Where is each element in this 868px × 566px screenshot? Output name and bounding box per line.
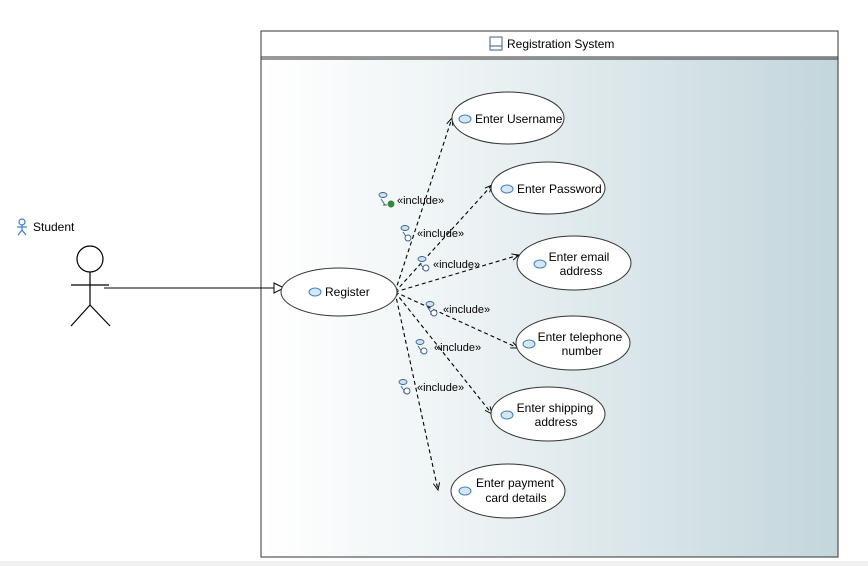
include-line-shipping[interactable] [394, 291, 492, 414]
include-label: «include» [397, 195, 444, 207]
include-line-username[interactable] [394, 118, 452, 293]
include-icon [398, 379, 411, 395]
include-label-2: «include» [400, 225, 464, 242]
use-case-icon [458, 486, 472, 496]
include-line-password[interactable] [394, 185, 492, 293]
use-case-label: Enter Username [475, 112, 563, 126]
include-icon [425, 301, 438, 317]
include-label: «include» [417, 382, 464, 394]
include-label: «include» [434, 342, 481, 354]
actor-student[interactable]: Student [17, 218, 111, 327]
stick-figure [70, 245, 111, 327]
include-icon [378, 192, 395, 208]
window-bottom-strip [0, 561, 868, 566]
use-case-label: card details [485, 491, 546, 505]
include-label-1: «include» [378, 192, 444, 208]
actor-name: Student [33, 220, 75, 234]
association-line[interactable] [104, 282, 286, 294]
use-case-label: address [560, 264, 603, 278]
component-icon [489, 36, 503, 51]
include-label: «include» [443, 304, 490, 316]
include-relationships [394, 118, 519, 490]
use-case-icon [458, 114, 472, 124]
include-label-4: «include» [425, 301, 490, 317]
include-label-6: «include» [398, 379, 464, 395]
include-label-3: «include» [417, 256, 480, 272]
include-icon [417, 256, 430, 272]
use-case-register[interactable]: Register [280, 267, 398, 317]
use-case-enter-password[interactable]: Enter Password [490, 161, 606, 215]
use-case-enter-email[interactable]: Enter email address [516, 235, 632, 291]
include-line-email[interactable] [394, 255, 519, 293]
use-case-icon [500, 410, 514, 420]
include-label: «include» [417, 228, 464, 240]
use-case-label: Register [325, 285, 370, 299]
use-case-enter-payment[interactable]: Enter payment card details [450, 463, 566, 519]
use-case-enter-telephone[interactable]: Enter telephone number [515, 315, 631, 371]
include-icon [400, 225, 412, 242]
use-case-label: number [562, 344, 603, 358]
include-line-payment[interactable] [394, 291, 438, 490]
use-case-label: Enter Password [517, 182, 602, 196]
use-case-label: Enter email [549, 250, 610, 264]
use-case-icon [500, 184, 514, 194]
use-case-label: Enter shipping [517, 401, 594, 415]
use-case-enter-username[interactable]: Enter Username [451, 91, 565, 145]
include-icon [415, 339, 428, 355]
use-case-enter-shipping[interactable]: Enter shipping address [490, 386, 606, 442]
actor-icon [17, 218, 27, 236]
use-case-label: Enter payment [476, 476, 555, 490]
include-label: «include» [433, 259, 480, 271]
use-case-label: Enter telephone [538, 330, 623, 344]
use-case-icon [308, 287, 322, 297]
use-case-icon [522, 339, 536, 349]
use-case-icon [533, 259, 547, 269]
include-line-telephone[interactable] [394, 291, 518, 349]
system-title: Registration System [507, 37, 614, 51]
include-label-5: «include» [415, 339, 481, 355]
use-case-label: address [535, 415, 578, 429]
